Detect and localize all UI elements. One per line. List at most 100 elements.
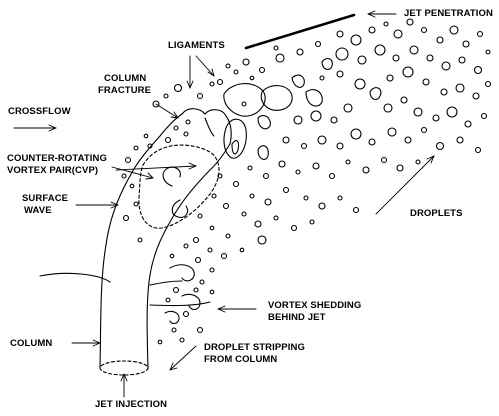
droplet xyxy=(208,248,212,252)
droplet xyxy=(319,203,325,209)
droplet xyxy=(304,196,308,200)
label-vortex-shedding-line1: VORTEX SHEDDING xyxy=(268,300,361,311)
ligament xyxy=(292,75,304,87)
droplet xyxy=(240,248,244,252)
droplet xyxy=(144,134,148,138)
droplet xyxy=(354,208,359,213)
jet-column-right-edge xyxy=(147,144,230,369)
label-column-fracture-line2: FRACTURE xyxy=(98,85,151,96)
label-cvp-line1: COUNTER-ROTATING xyxy=(7,153,107,164)
droplet xyxy=(459,57,465,63)
droplet xyxy=(478,32,483,37)
droplet xyxy=(134,146,138,150)
droplet xyxy=(369,27,375,33)
droplet xyxy=(388,128,396,136)
droplet xyxy=(184,132,188,136)
arrow-droplets xyxy=(376,156,434,214)
droplet xyxy=(122,174,126,178)
droplet xyxy=(422,28,427,33)
droplet xyxy=(336,48,348,60)
droplet xyxy=(337,143,343,149)
droplet xyxy=(248,166,252,170)
droplet xyxy=(198,328,203,333)
droplet xyxy=(276,54,284,62)
droplet xyxy=(198,94,203,99)
droplet xyxy=(222,254,227,259)
droplet xyxy=(226,64,230,68)
cvp-vortex-curl xyxy=(172,200,187,217)
jet-injection-ellipse xyxy=(100,361,148,375)
droplet xyxy=(294,116,302,124)
label-column: COLUMN xyxy=(10,338,52,349)
droplet xyxy=(196,258,201,263)
droplet xyxy=(200,280,204,284)
crossflow-streamline xyxy=(150,281,182,285)
droplet xyxy=(243,59,249,65)
ligament xyxy=(224,84,265,117)
droplet xyxy=(242,102,246,106)
droplet xyxy=(174,288,179,293)
droplet xyxy=(441,89,447,95)
droplet xyxy=(226,234,230,238)
droplet xyxy=(186,120,190,124)
droplet xyxy=(351,129,361,139)
droplet xyxy=(369,139,375,145)
droplet xyxy=(170,254,174,258)
droplet xyxy=(302,144,307,149)
arrow-cvp-2 xyxy=(116,166,196,170)
ligament xyxy=(261,86,292,111)
droplet xyxy=(260,68,265,73)
droplet xyxy=(320,76,324,80)
droplet xyxy=(175,85,182,92)
droplet xyxy=(250,194,254,198)
droplet xyxy=(218,80,223,85)
droplet xyxy=(284,188,289,193)
droplet xyxy=(394,30,402,38)
droplet xyxy=(318,136,326,144)
droplet xyxy=(316,42,321,47)
cvp-dashed-outline xyxy=(139,145,219,228)
droplet xyxy=(234,182,239,187)
droplet xyxy=(172,328,176,332)
ligament xyxy=(232,141,239,154)
droplet xyxy=(463,41,469,47)
droplet xyxy=(393,55,399,61)
droplet xyxy=(344,104,352,112)
droplet xyxy=(450,26,458,34)
droplet xyxy=(174,126,178,130)
ligament xyxy=(322,59,332,70)
droplet xyxy=(224,204,229,209)
droplet xyxy=(442,62,450,70)
droplet xyxy=(375,45,385,55)
droplet xyxy=(198,214,202,218)
column-fracture-inner xyxy=(205,118,214,136)
droplet xyxy=(242,212,246,216)
droplet xyxy=(437,143,444,150)
droplet xyxy=(194,238,199,243)
label-crossflow: CROSSFLOW xyxy=(8,106,71,117)
droplet xyxy=(416,160,420,164)
droplet xyxy=(184,312,189,317)
droplet xyxy=(475,67,482,74)
droplet xyxy=(382,158,387,163)
droplet xyxy=(337,71,343,77)
droplet xyxy=(465,121,471,127)
droplet xyxy=(234,70,238,74)
droplet xyxy=(210,290,214,294)
droplet xyxy=(437,37,443,43)
jet-column-left-edge xyxy=(100,114,182,368)
droplet xyxy=(310,220,314,224)
droplet xyxy=(486,50,490,54)
droplet xyxy=(363,167,369,173)
label-ligaments: LIGAMENTS xyxy=(168,40,225,51)
droplet xyxy=(457,137,463,143)
droplet xyxy=(274,216,278,220)
droplet xyxy=(250,76,254,80)
droplet xyxy=(134,202,138,206)
droplet xyxy=(184,244,188,248)
ligament xyxy=(258,116,270,129)
droplet xyxy=(124,216,129,221)
droplet xyxy=(166,298,170,302)
droplet xyxy=(330,174,335,179)
